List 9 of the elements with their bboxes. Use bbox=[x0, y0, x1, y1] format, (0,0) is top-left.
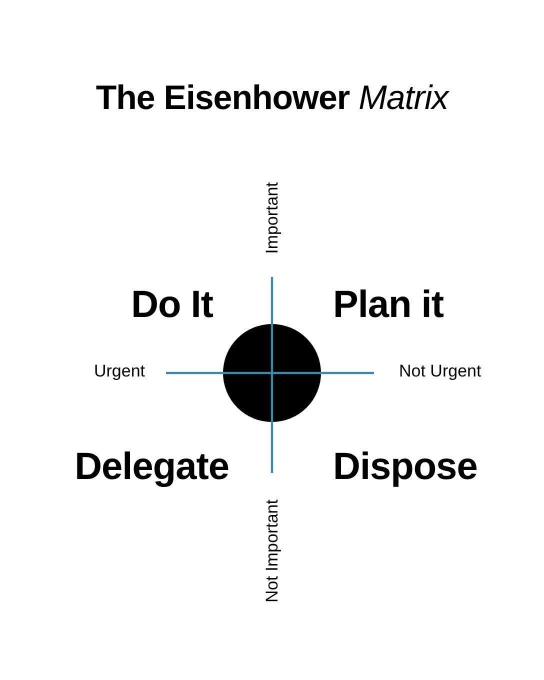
quadrant-label: Plan it bbox=[333, 286, 444, 324]
quadrant-label: Delegate bbox=[74, 448, 229, 486]
axis-label: Important bbox=[264, 182, 280, 254]
quadrant-label: Do It bbox=[131, 286, 213, 324]
axis-label: Not Urgent bbox=[399, 362, 482, 380]
axis-label: Urgent bbox=[94, 362, 145, 380]
axis-label: Not Important bbox=[264, 500, 280, 602]
title: The Eisenhower Matrix bbox=[96, 81, 448, 115]
quadrant-label: Dispose bbox=[333, 448, 478, 486]
